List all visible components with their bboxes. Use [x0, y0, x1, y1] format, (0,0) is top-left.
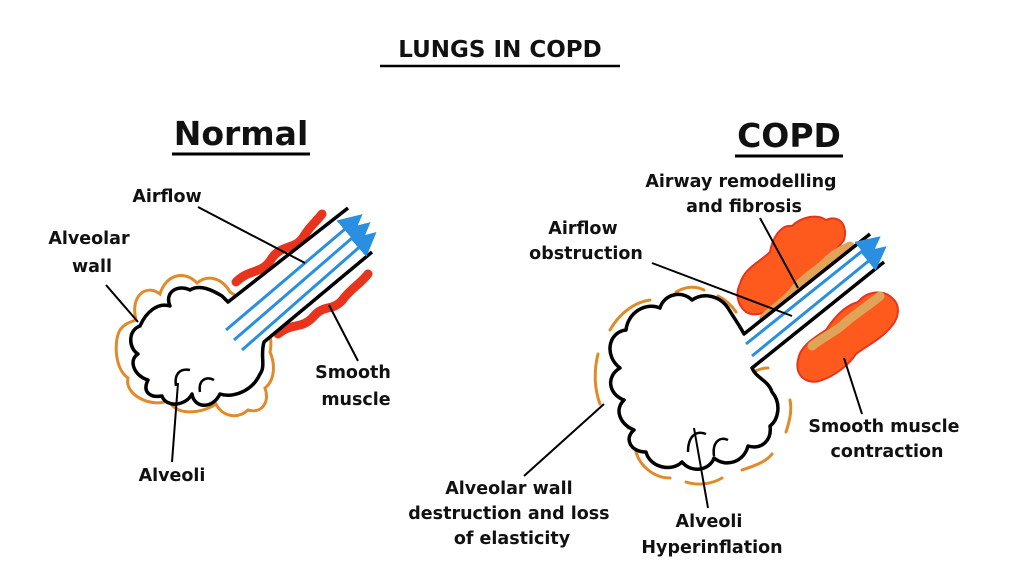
- label-airflow: Airflow: [132, 187, 201, 207]
- smooth-muscle-lower: [273, 269, 373, 339]
- label-alveolar-wall: Alveolar wall: [48, 229, 135, 277]
- copd-alveoli-outline: [608, 232, 886, 471]
- leader-smooth-muscle: [328, 304, 359, 362]
- leader-alveoli: [171, 382, 179, 463]
- normal-panel: Normal Airflow Alveolar wall Smooth musc…: [48, 114, 397, 486]
- leader-airflow-obstruction: [651, 262, 793, 317]
- label-airway-remodelling: Airway remodelling and fibrosis: [645, 172, 842, 217]
- leader-smooth-muscle-contraction: [843, 357, 863, 415]
- copd-panel: COPD: [408, 116, 965, 558]
- normal-heading: Normal: [174, 114, 309, 153]
- label-alveolar-wall-destruction: Alveolar wall destruction and loss of el…: [408, 479, 615, 549]
- leader-alveolar-wall-destruction: [523, 403, 605, 477]
- normal-alveoli-lobules: [174, 368, 215, 393]
- copd-heading: COPD: [737, 116, 841, 155]
- label-smooth-muscle: Smooth muscle: [315, 363, 397, 410]
- normal-alveolar-wall: [114, 274, 275, 418]
- label-airflow-obstruction: Airflow obstruction: [529, 219, 643, 264]
- label-alveoli: Alveoli: [139, 466, 206, 486]
- label-smooth-muscle-contraction: Smooth muscle contraction: [808, 417, 965, 462]
- leader-alveoli-hyperinflation: [693, 427, 709, 509]
- leader-airway-remodelling: [759, 217, 799, 289]
- copd-fibrosis-lower: [807, 291, 885, 351]
- smooth-muscle-upper: [231, 209, 327, 287]
- page-title: LUNGS IN COPD: [398, 37, 601, 63]
- copd-airflow-arrows: [745, 236, 887, 358]
- copd-alveoli-lobules: [686, 431, 729, 457]
- copd-smooth-muscle-lower: [796, 291, 899, 383]
- leader-alveolar-wall: [105, 284, 139, 323]
- leader-airflow: [197, 206, 306, 264]
- normal-airflow-arrows: [225, 214, 377, 352]
- label-alveoli-hyperinflation: Alveoli Hyperinflation: [641, 512, 782, 558]
